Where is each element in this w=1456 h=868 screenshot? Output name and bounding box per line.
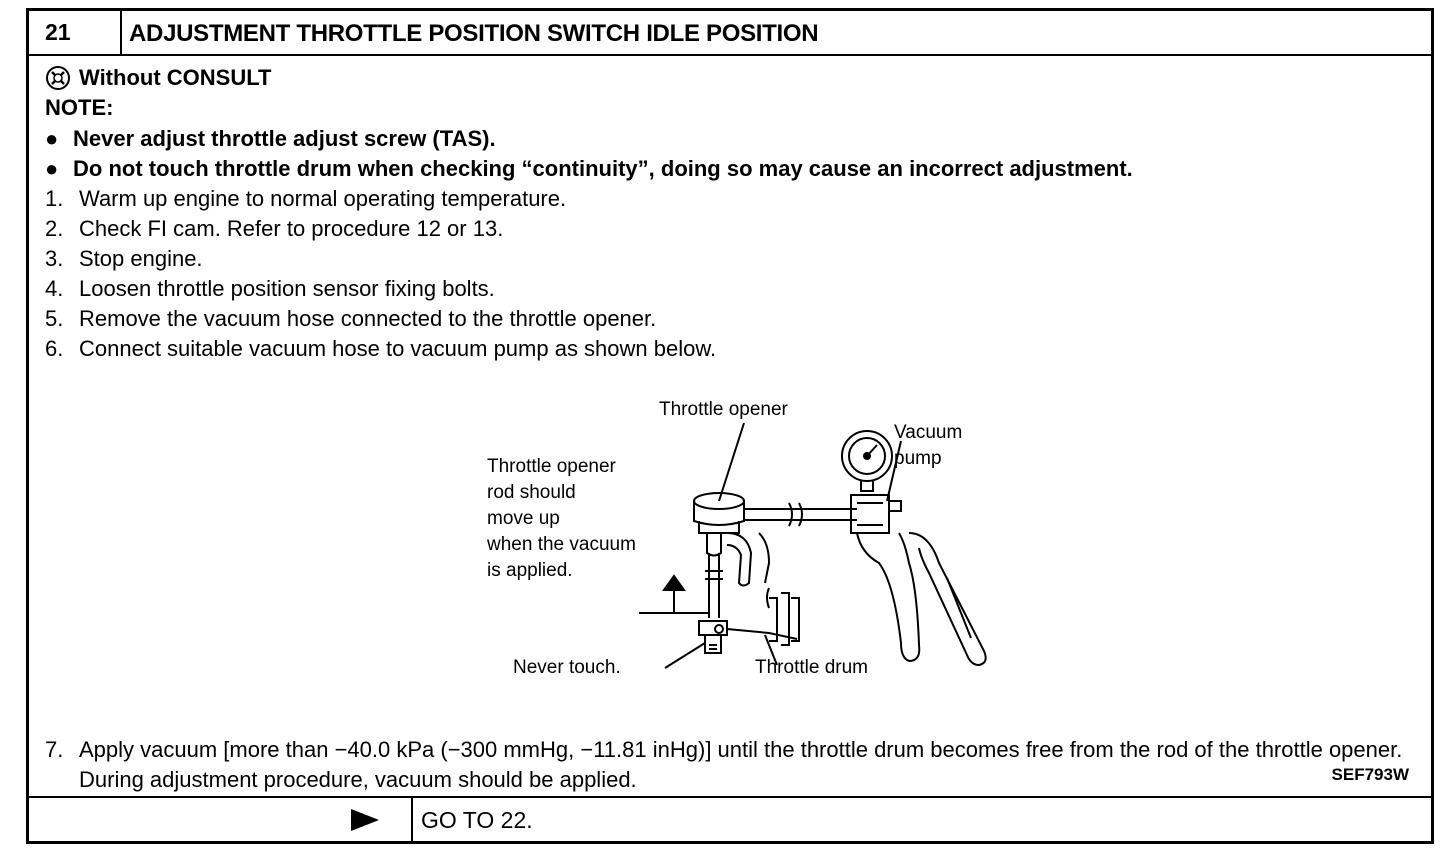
leader-throttle-opener xyxy=(718,422,745,502)
bullet-icon: ● xyxy=(45,126,59,151)
step-index: 6. xyxy=(45,336,64,361)
label-vacuum: Vacuum xyxy=(894,422,962,443)
label-never-touch: Never touch. xyxy=(513,657,621,678)
label-rod-line-5: is applied. xyxy=(487,560,573,581)
up-arrow-icon xyxy=(662,574,686,613)
step-text: Connect suitable vacuum hose to vacuum p… xyxy=(79,336,717,361)
leader-throttle-drum xyxy=(764,634,778,666)
step-index: 7. xyxy=(45,737,64,762)
bullet-icon: ● xyxy=(45,156,59,181)
label-rod-line-3: move up xyxy=(487,508,560,529)
no-consult-icon xyxy=(46,66,70,90)
step-text: Remove the vacuum hose connected to the … xyxy=(79,306,657,331)
step-index: 2. xyxy=(45,216,64,241)
leader-vacuum-pump xyxy=(886,440,902,502)
figure-reference: SEF793W xyxy=(1331,765,1409,784)
goto-next-step-link[interactable]: GO TO 22. xyxy=(421,807,533,833)
leader-never-touch xyxy=(664,642,706,669)
procedure-footer: GO TO 22. xyxy=(29,796,1431,841)
step-item: 5. Remove the vacuum hose connected to th… xyxy=(45,304,656,334)
step-item: 6. Connect suitable vacuum hose to vacuum… xyxy=(45,334,716,364)
step-text: Loosen throttle position sensor fixing b… xyxy=(79,276,495,301)
step-text: Warm up engine to normal operating tempe… xyxy=(79,186,567,211)
consult-line: Without CONSULT xyxy=(45,63,271,93)
note-text: Do not touch throttle drum when checking… xyxy=(73,156,1133,181)
consult-label: Without CONSULT xyxy=(79,65,272,90)
label-rod-line-2: rod should xyxy=(487,482,576,503)
step-item: 2. Check FI cam. Refer to procedure 12 or… xyxy=(45,214,503,244)
label-rod-line-4: when the vacuum xyxy=(486,534,636,555)
note-label: NOTE: xyxy=(45,95,114,120)
label-rod-line-1: Throttle opener xyxy=(487,456,617,477)
step-item: 7. Apply vacuum [more than −40.0 kPa (−30… xyxy=(45,735,1429,795)
procedure-title: ADJUSTMENT THROTTLE POSITION SWITCH IDLE… xyxy=(129,20,819,47)
label-throttle-opener: Throttle opener xyxy=(659,399,789,420)
diagram-drawing xyxy=(639,422,987,669)
step-text: Apply vacuum [more than −40.0 kPa (−300 … xyxy=(79,737,1403,792)
note-item: ● Do not touch throttle drum when checkin… xyxy=(45,154,1133,184)
note-text: Never adjust throttle adjust screw (TAS)… xyxy=(73,126,496,151)
footer-arrow-cell xyxy=(29,798,413,841)
step-item: 3. Stop engine. xyxy=(45,244,203,274)
label-throttle-drum: Throttle drum xyxy=(755,657,868,678)
step-index: 5. xyxy=(45,306,64,331)
label-pump: pump xyxy=(894,448,942,469)
right-triangle-arrow-icon xyxy=(351,809,379,831)
step-index: 1. xyxy=(45,186,64,211)
step-item: 4. Loosen throttle position sensor fixing… xyxy=(45,274,495,304)
note-item: ● Never adjust throttle adjust screw (TAS… xyxy=(45,124,496,154)
procedure-frame: 21 ADJUSTMENT THROTTLE POSITION SWITCH I… xyxy=(26,8,1434,844)
step-text: Check FI cam. Refer to procedure 12 or 1… xyxy=(79,216,504,241)
procedure-header: 21 ADJUSTMENT THROTTLE POSITION SWITCH I… xyxy=(29,11,1431,56)
step-text: Stop engine. xyxy=(79,246,203,271)
step-index: 4. xyxy=(45,276,64,301)
step-item: 1. Warm up engine to normal operating tem… xyxy=(45,184,566,214)
throttle-vacuum-diagram: Throttle opener Vacuum pump Throttle ope… xyxy=(486,399,987,678)
step-number: 21 xyxy=(29,11,122,54)
step-index: 3. xyxy=(45,246,64,271)
